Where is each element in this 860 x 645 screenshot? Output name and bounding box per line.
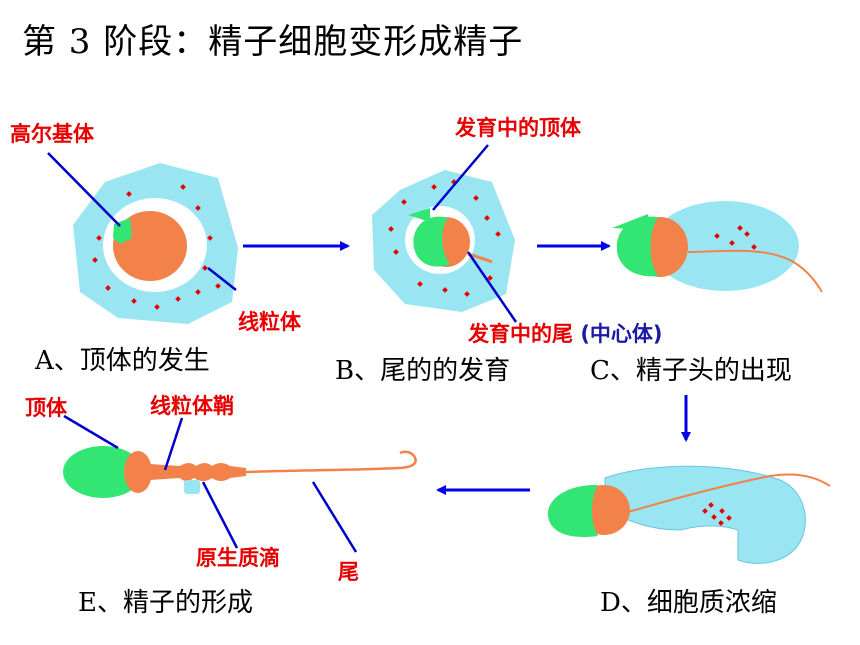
pointer-mitochondria [207, 267, 237, 291]
cell-e [63, 414, 417, 553]
pointer-tail-developing [466, 251, 518, 323]
cell-d-tail [627, 473, 831, 513]
label-tail-developing-group: 发育中的尾 (中心体) [468, 318, 663, 348]
stage-b-caption: B、尾的的发育 [335, 356, 511, 386]
stage-a-caption: A、顶体的发生 [35, 346, 210, 376]
pointer-mito-sheath [163, 417, 184, 471]
cell-c-acrosome-cap [612, 214, 650, 230]
cell-b [372, 144, 518, 323]
cell-c [612, 201, 823, 293]
cell-a-nucleus [113, 211, 187, 281]
stage-d-caption: D、细胞质浓缩 [600, 588, 777, 618]
cell-e-droplet [184, 480, 200, 494]
cell-c-cytoplasm [651, 201, 799, 291]
cell-d [547, 465, 831, 564]
slide-title: 第 3 阶段：精子细胞变形成精子 [22, 22, 524, 62]
cell-e-acrosome [63, 446, 143, 498]
cell-e-midpiece [150, 463, 246, 481]
cell-b-mitochondria [388, 179, 501, 297]
cell-c-mitochondria [714, 225, 757, 250]
pointer-acrosome [63, 414, 119, 450]
pointer-droplet [201, 481, 239, 549]
label-centriole: (中心体) [580, 322, 663, 346]
cell-b-acrosome-cap [408, 208, 430, 222]
label-acrosome: 顶体 [25, 396, 67, 420]
label-tail-developing: 发育中的尾 [468, 322, 573, 346]
cell-e-nucleus [124, 451, 152, 493]
cell-c-tail [687, 249, 823, 293]
cell-c-acrosome [616, 216, 658, 277]
cell-d-mitochondria [702, 502, 732, 526]
cell-d-cytoplasm [604, 465, 806, 564]
label-droplet: 原生质滴 [196, 546, 280, 570]
label-mito-sheath: 线粒体鞘 [150, 394, 234, 418]
cell-d-acrosome [547, 484, 598, 538]
cell-a-mitochondria [92, 184, 221, 310]
pointer-acrosome-developing [432, 144, 489, 211]
stage-c-caption: C、精子头的出现 [590, 356, 792, 386]
cell-b-acrosome [413, 216, 450, 267]
cell-e-tail [245, 450, 417, 474]
label-acrosome-developing: 发育中的顶体 [455, 116, 581, 140]
label-golgi: 高尔基体 [10, 122, 94, 146]
cell-a [47, 152, 238, 324]
label-tail: 尾 [338, 560, 359, 584]
label-mitochondria: 线粒体 [238, 310, 301, 334]
pointer-golgi [47, 152, 121, 227]
pointer-tail [311, 481, 358, 553]
stage-e-caption: E、精子的形成 [78, 588, 253, 618]
